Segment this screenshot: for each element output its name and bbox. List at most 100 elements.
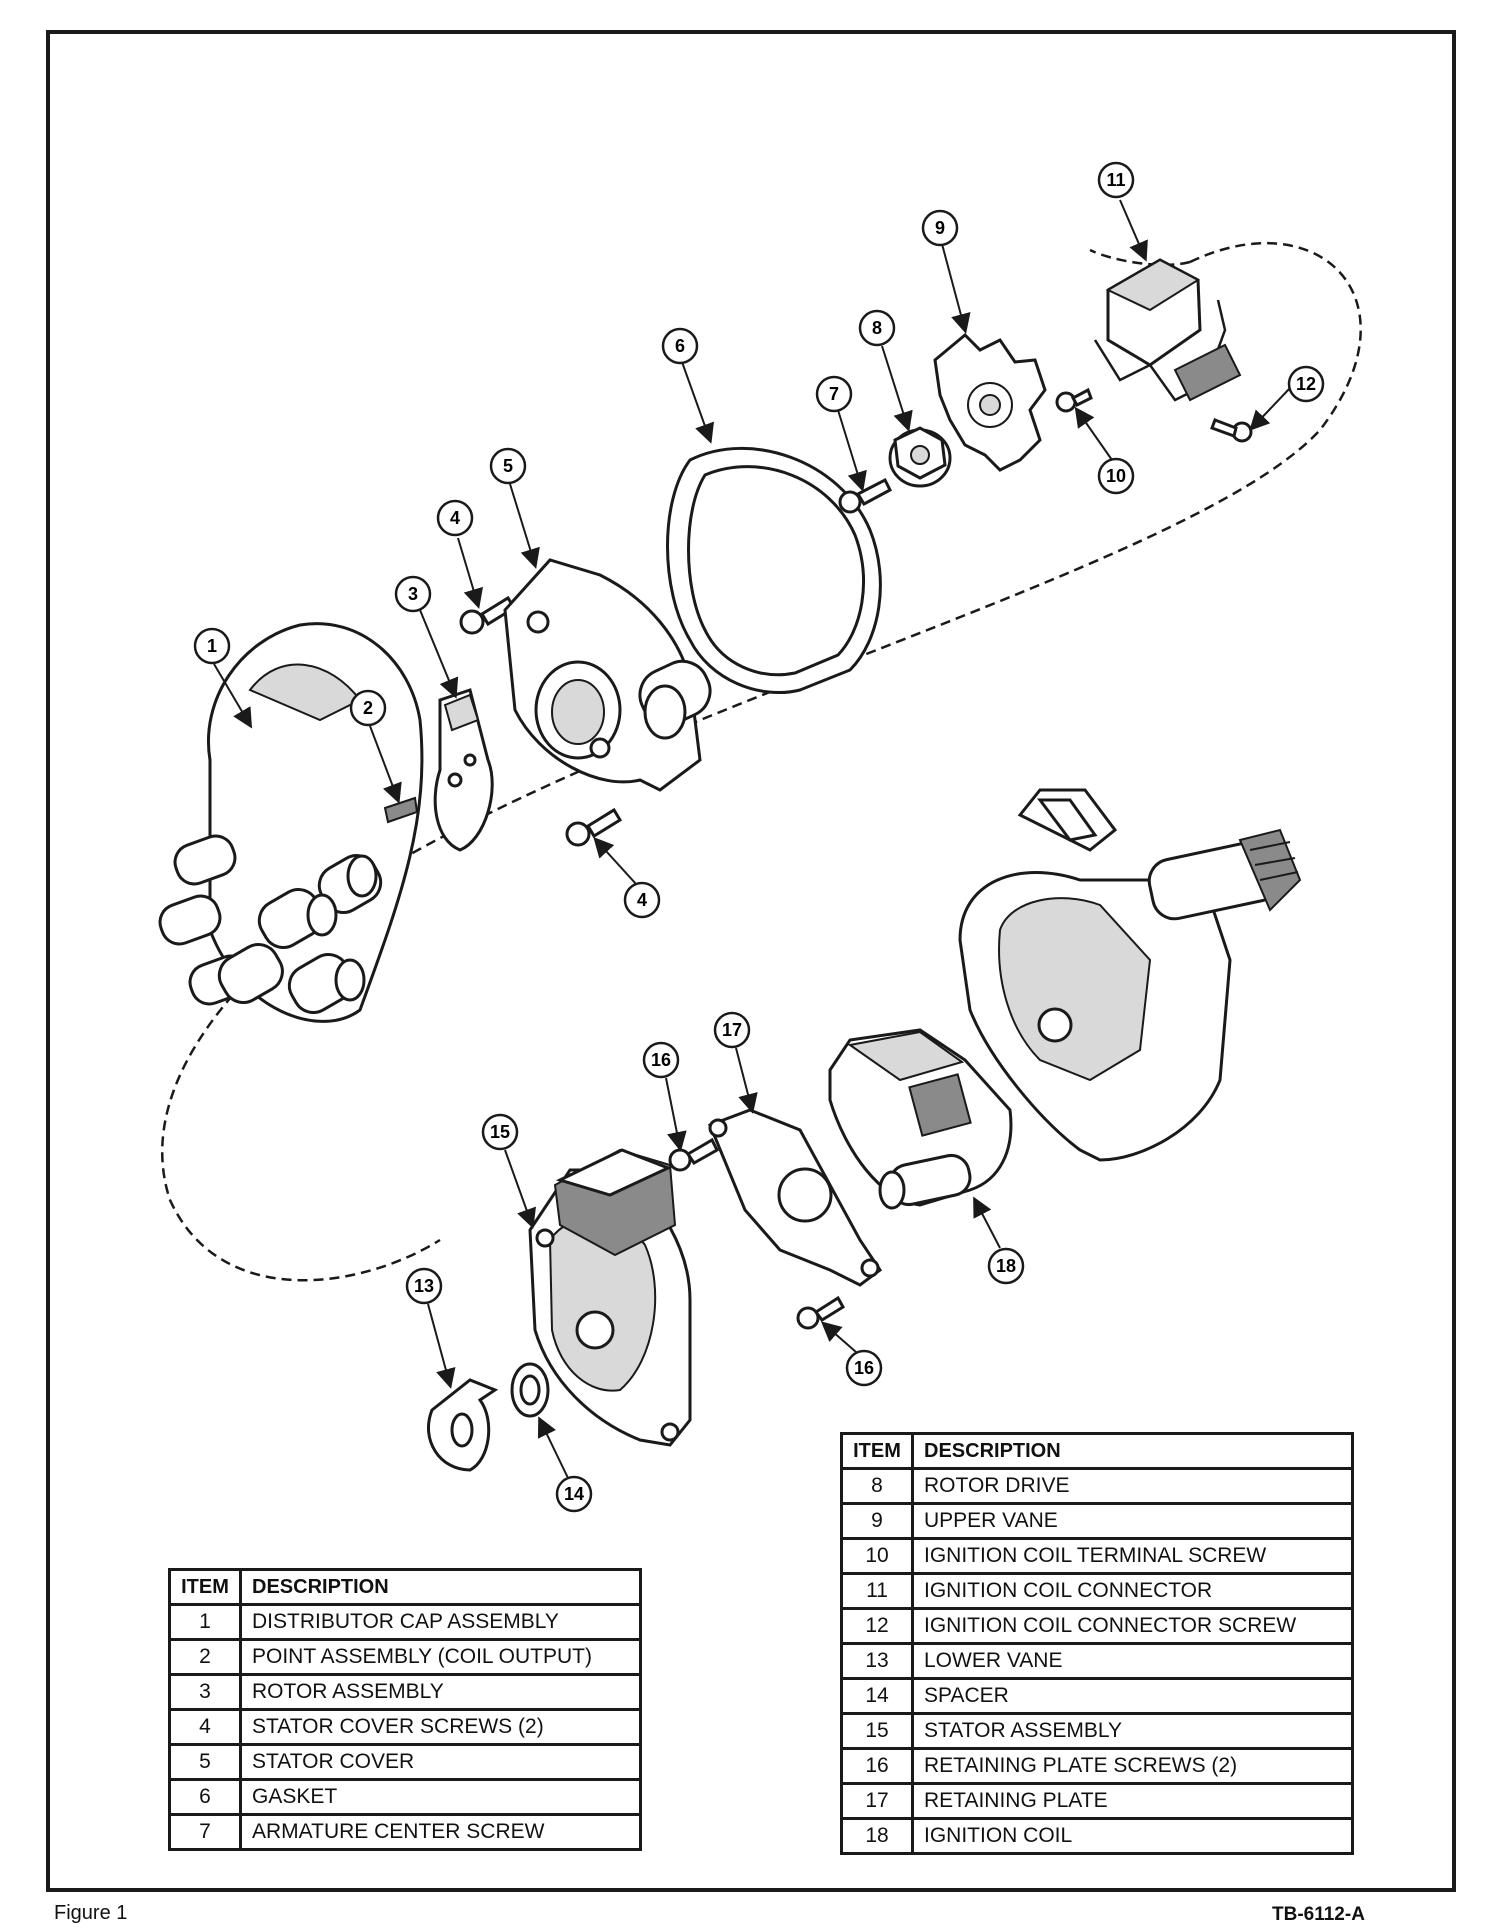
item-description: STATOR ASSEMBLY <box>911 1712 1354 1750</box>
svg-text:14: 14 <box>564 1484 584 1504</box>
item-number: 13 <box>840 1642 914 1680</box>
figure-caption: Figure 1 <box>54 1902 128 1924</box>
lower-vane <box>426 1378 499 1472</box>
retaining-plate <box>708 1108 883 1287</box>
item-description: ROTOR ASSEMBLY <box>239 1673 642 1711</box>
svg-text:10: 10 <box>1106 466 1126 486</box>
item-description: GASKET <box>239 1778 642 1816</box>
svg-text:4: 4 <box>637 890 647 910</box>
item-number: 2 <box>168 1638 242 1676</box>
retaining-plate-screw-lower <box>796 1295 846 1330</box>
callout-15: 15 <box>481 1113 519 1151</box>
item-description: UPPER VANE <box>911 1502 1354 1540</box>
item-description: RETAINING PLATE SCREWS (2) <box>911 1747 1354 1785</box>
callout-10: 10 <box>1097 457 1135 495</box>
callout-12: 12 <box>1287 365 1325 403</box>
ignition-coil <box>828 1028 1013 1210</box>
item-number: 18 <box>840 1817 914 1855</box>
item-number: 5 <box>168 1743 242 1781</box>
item-description: LOWER VANE <box>911 1642 1354 1680</box>
ignition-coil-connector-screw <box>1210 418 1253 443</box>
assembly-path-line <box>160 242 1362 1282</box>
svg-text:15: 15 <box>490 1122 510 1142</box>
item-number: 11 <box>840 1572 914 1610</box>
svg-text:4: 4 <box>450 508 460 528</box>
svg-text:13: 13 <box>414 1276 434 1296</box>
ignition-coil-connector <box>1093 258 1242 402</box>
callout-1: 1 <box>193 627 231 665</box>
item-description: ARMATURE CENTER SCREW <box>239 1813 642 1851</box>
table-header-row: ITEM DESCRIPTION <box>840 1432 1354 1470</box>
svg-text:9: 9 <box>935 218 945 238</box>
item-number: 4 <box>168 1708 242 1746</box>
stator-cover <box>503 558 712 792</box>
callout-16-upper: 16 <box>642 1041 680 1079</box>
distributor-housing <box>958 788 1302 1162</box>
item-number: 10 <box>840 1537 914 1575</box>
description-column-header: DESCRIPTION <box>911 1432 1354 1470</box>
upper-vane <box>933 332 1047 472</box>
callout-6: 6 <box>661 327 699 365</box>
callout-13: 13 <box>405 1267 443 1305</box>
leader-lines <box>213 199 1291 1479</box>
retaining-plate-screw-upper <box>668 1137 719 1172</box>
document-code: TB-6112-A <box>1272 1904 1365 1925</box>
armature-center-screw <box>838 477 892 514</box>
item-description: IGNITION COIL <box>911 1817 1354 1855</box>
item-number: 8 <box>840 1467 914 1505</box>
svg-text:6: 6 <box>675 336 685 356</box>
callout-4-lower: 4 <box>623 881 661 919</box>
item-number: 16 <box>840 1747 914 1785</box>
ignition-coil-terminal-screw <box>1055 387 1093 413</box>
callout-8: 8 <box>858 309 896 347</box>
item-description: IGNITION COIL CONNECTOR SCREW <box>911 1607 1354 1645</box>
stator-assembly <box>528 1148 692 1447</box>
item-number: 9 <box>840 1502 914 1540</box>
item-description: ROTOR DRIVE <box>911 1467 1354 1505</box>
svg-text:8: 8 <box>872 318 882 338</box>
callout-11: 11 <box>1097 161 1135 199</box>
item-number: 6 <box>168 1778 242 1816</box>
svg-text:17: 17 <box>722 1020 742 1040</box>
svg-text:16: 16 <box>651 1050 671 1070</box>
callout-17: 17 <box>713 1011 751 1049</box>
svg-text:12: 12 <box>1296 374 1316 394</box>
stator-cover-screw-lower <box>565 807 623 847</box>
stator-cover-screw-upper <box>459 595 517 635</box>
item-number: 12 <box>840 1607 914 1645</box>
callout-3: 3 <box>394 575 432 613</box>
item-number: 3 <box>168 1673 242 1711</box>
description-column-header: DESCRIPTION <box>239 1568 642 1606</box>
callout-7: 7 <box>815 375 853 413</box>
item-description: STATOR COVER SCREWS (2) <box>239 1708 642 1746</box>
svg-text:2: 2 <box>363 698 373 718</box>
rotor-assembly <box>433 688 494 852</box>
callout-2: 2 <box>349 689 387 727</box>
svg-text:16: 16 <box>854 1358 874 1378</box>
svg-text:18: 18 <box>996 1256 1016 1276</box>
figure-border <box>46 30 1456 1892</box>
svg-text:11: 11 <box>1106 170 1125 190</box>
svg-text:7: 7 <box>829 384 839 404</box>
gasket <box>666 446 882 695</box>
item-number: 15 <box>840 1712 914 1750</box>
item-number: 1 <box>168 1603 242 1641</box>
